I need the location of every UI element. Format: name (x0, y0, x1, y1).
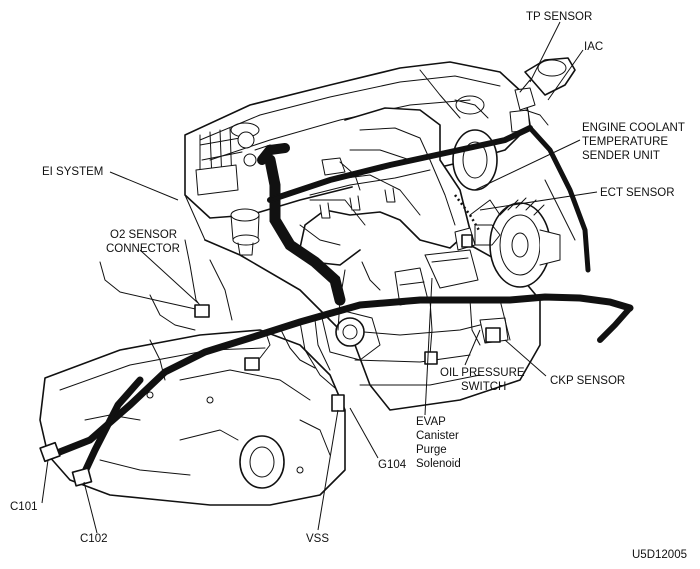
label-iac: IAC (584, 41, 603, 53)
label-g104: G104 (378, 459, 407, 471)
lower-components (394, 227, 509, 344)
label-ect-sensor: ECT SENSOR (600, 187, 675, 199)
label-oil-1: OIL PRESSURE (440, 367, 525, 379)
label-vss: VSS (306, 533, 329, 545)
label-evap-4: Solenoid (416, 458, 461, 470)
connectors (39, 234, 501, 487)
throttle-body (509, 57, 576, 133)
transaxle-housing (39, 329, 346, 506)
label-evap-1: EVAP (416, 416, 446, 428)
label-ckp-sensor: CKP SENSOR (550, 375, 625, 387)
wiring-harness (48, 125, 634, 482)
label-tp-sensor: TP SENSOR (526, 11, 592, 23)
spark-plug-wires (195, 127, 281, 196)
label-evap-2: Canister (416, 430, 459, 442)
figure-id: U5D12005 (632, 549, 687, 561)
label-oil-2: SWITCH (461, 381, 506, 393)
radiator-hose (264, 154, 346, 306)
label-ei-system: EI SYSTEM (42, 166, 103, 178)
label-o2-2: CONNECTOR (106, 243, 180, 255)
leader-lines (41, 21, 598, 534)
label-ect-unit-3: SENDER UNIT (582, 150, 660, 162)
label-ect-unit-2: TEMPERATURE (582, 136, 668, 148)
label-ect-unit-1: ENGINE COOLANT (582, 122, 685, 134)
label-evap-3: Purge (416, 444, 447, 456)
ect-dotted-indicator (454, 194, 482, 233)
wire-branches (99, 109, 576, 389)
label-c102: C102 (80, 533, 108, 545)
alternator (469, 197, 561, 288)
radiator-hose-upper (257, 143, 290, 165)
label-c101: C101 (10, 501, 38, 513)
engine-illustration (39, 57, 634, 506)
callout-labels: TP SENSOR IAC EI SYSTEM ENGINE COOLANT T… (10, 11, 687, 561)
label-o2-1: O2 SENSOR (110, 229, 177, 241)
egr-valve (230, 208, 260, 256)
